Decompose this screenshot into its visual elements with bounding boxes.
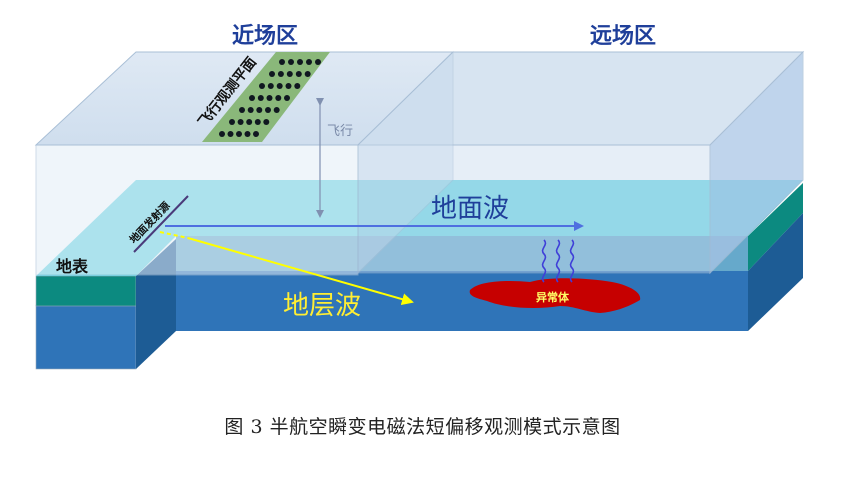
far-field-title: 远场区 <box>590 24 656 49</box>
observation-point <box>227 131 234 137</box>
observation-point <box>257 95 264 101</box>
figure-caption: 图 3 半航空瞬变电磁法短偏移观测模式示意图 <box>224 416 621 438</box>
observation-point <box>267 83 274 89</box>
observation-point <box>294 83 301 89</box>
observation-point <box>256 107 263 113</box>
observation-point <box>263 119 270 125</box>
observation-point <box>247 107 254 113</box>
layer-wave: 地层波 <box>159 231 414 321</box>
surface-label: 地表 <box>56 257 89 276</box>
observation-point <box>286 71 293 77</box>
observation-point <box>266 95 273 101</box>
observation-point <box>219 131 225 137</box>
observation-point <box>269 71 275 77</box>
observation-point <box>244 131 251 137</box>
flight-height-indicator: 飞行 <box>316 98 353 218</box>
anomaly-response-waves <box>541 239 575 283</box>
observation-point <box>229 119 235 125</box>
observation-point <box>265 107 271 113</box>
observation-point <box>279 59 285 65</box>
ground-wave-label: 地面波 <box>431 194 509 224</box>
observation-point <box>315 59 321 65</box>
observation-point <box>297 59 303 65</box>
observation-point <box>277 71 284 77</box>
observation-point <box>276 83 283 89</box>
observation-point <box>259 83 265 89</box>
observation-point <box>306 59 312 65</box>
observation-point <box>254 119 261 125</box>
air-volume <box>34 50 805 276</box>
observation-point <box>237 119 244 125</box>
anomaly-body: 异常体 <box>469 239 641 313</box>
observation-point <box>253 131 259 137</box>
observation-point <box>304 71 311 77</box>
observation-point <box>239 107 245 113</box>
observation-point <box>249 95 255 101</box>
observation-point <box>246 119 253 125</box>
observation-point <box>295 71 302 77</box>
observation-point <box>288 59 294 65</box>
near-field-title: 近场区 <box>232 23 298 49</box>
observation-point <box>284 95 290 101</box>
observation-point <box>285 83 292 89</box>
anomaly-label: 异常体 <box>536 290 570 304</box>
observation-point <box>236 131 242 137</box>
flight-label: 飞行 <box>327 124 353 139</box>
observation-point <box>273 107 280 113</box>
layer-wave-label: 地层波 <box>283 291 361 321</box>
ground-wave: 地面波 <box>165 194 584 231</box>
observation-point <box>275 95 282 101</box>
